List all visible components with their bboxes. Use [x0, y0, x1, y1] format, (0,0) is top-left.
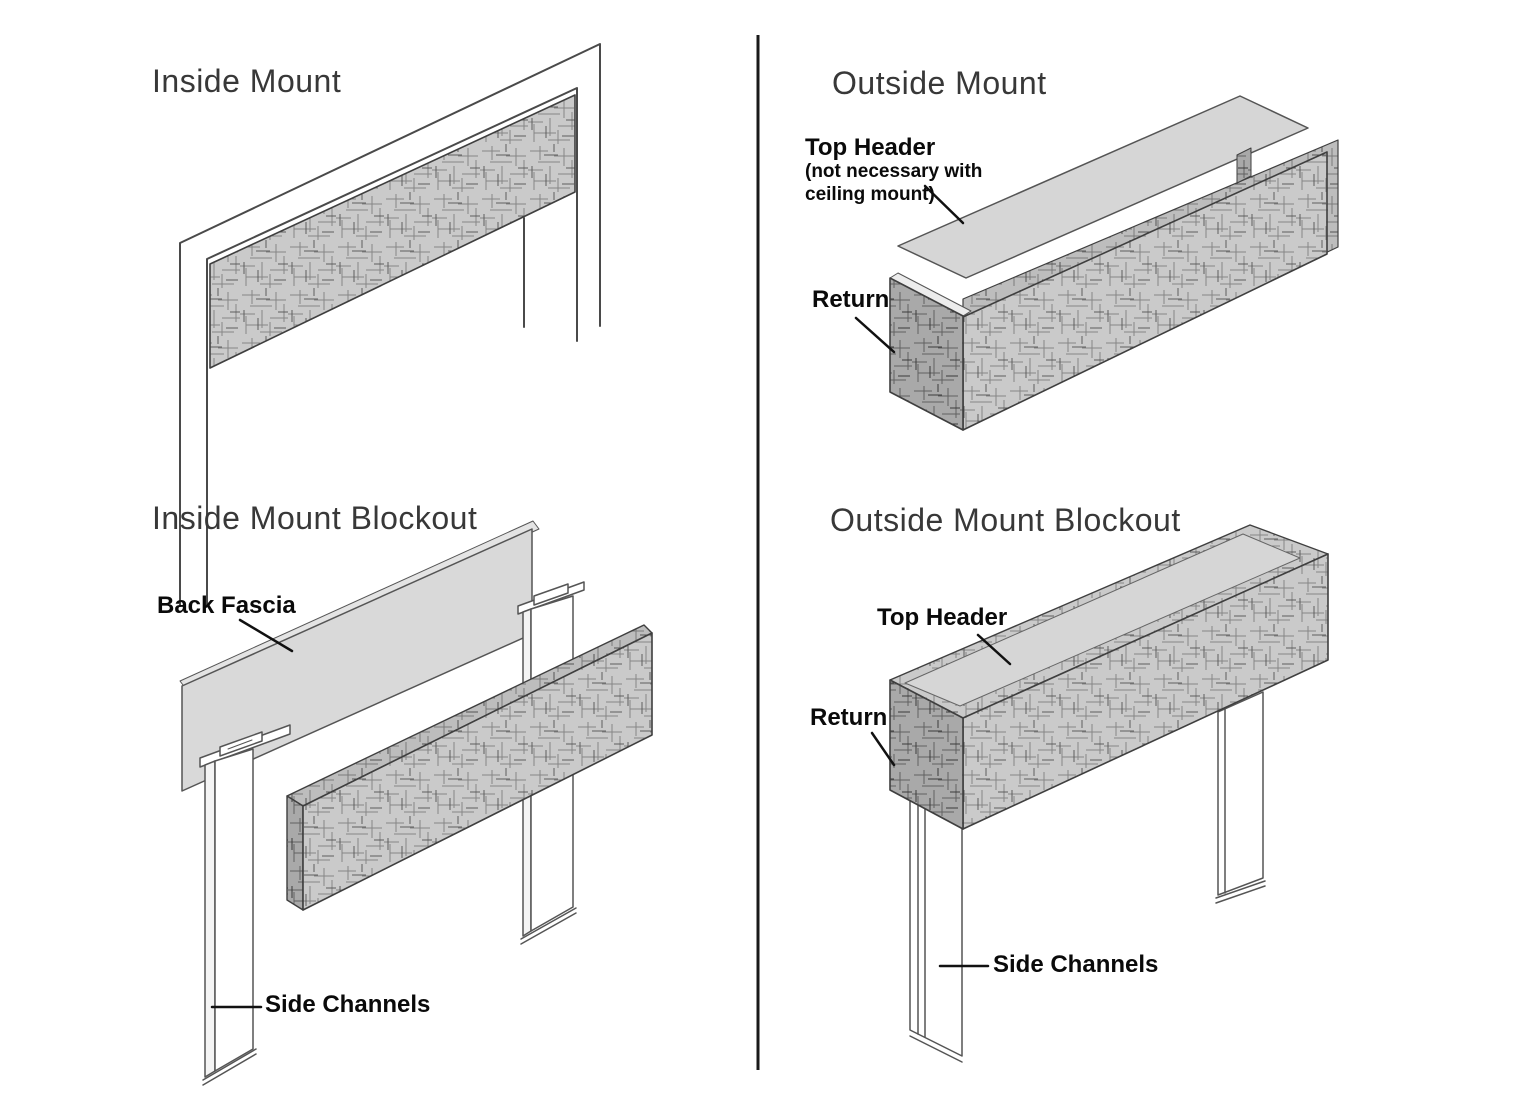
- side-channel-left: [199, 724, 291, 1086]
- channel-side-face: [204, 760, 216, 1078]
- return-panel: [889, 679, 964, 830]
- back-fascia-label: Back Fascia: [157, 592, 296, 619]
- channel-clip: [533, 583, 569, 606]
- inside-mount-drawing: [179, 43, 601, 607]
- inside-mount-blockout-title: Inside Mount Blockout: [152, 500, 478, 536]
- channel-foot: [202, 1053, 257, 1086]
- return-panel: [889, 277, 964, 431]
- top-header-panel: [904, 533, 1301, 707]
- top-header-note: (not necessary with ceiling mount): [805, 160, 982, 206]
- back-fascia-leader-line: [238, 618, 294, 653]
- side-channel-right: [1215, 691, 1266, 904]
- inside-mount-fabric-fascia: [209, 94, 576, 369]
- channel-foot: [520, 907, 577, 940]
- channel-foot: [520, 912, 577, 945]
- channel-clip-slot: [227, 739, 253, 750]
- outside-mount-drawing: [854, 95, 1339, 431]
- inside-mount-title: Inside Mount: [152, 63, 342, 99]
- channel-foot: [1215, 885, 1266, 904]
- channel-front-face: [214, 748, 254, 1072]
- top-header-leader-line: [976, 633, 1012, 666]
- side-channels-label: Side Channels: [993, 951, 1159, 978]
- top-header-label: Top Header: [805, 134, 936, 161]
- top-header-note-line1: (not necessary with: [805, 161, 983, 182]
- top-header-leader-line: [923, 184, 965, 225]
- return-leader-line: [854, 316, 896, 354]
- outside-mount-blockout-title: Outside Mount Blockout: [830, 502, 1181, 538]
- return-label: Return: [810, 704, 888, 731]
- return-label: Return: [812, 286, 890, 313]
- mounting-bracket: [1236, 147, 1252, 184]
- channel-body: [1217, 691, 1264, 896]
- channel-foot: [202, 1048, 257, 1081]
- blockout-fascia-front-face: [302, 632, 653, 911]
- blockout-fascia-end-cap: [286, 795, 304, 911]
- channel-foot: [909, 1035, 963, 1063]
- outside-mount-title: Outside Mount: [832, 65, 1047, 101]
- side-channel-left: [909, 798, 963, 1063]
- side-channels-label: Side Channels: [265, 991, 431, 1018]
- top-header-label: Top Header: [877, 604, 1008, 631]
- top-header-panel: [897, 95, 1309, 279]
- window-frame-inner-edge: [206, 87, 578, 607]
- outside-mount-blockout-drawing: [870, 524, 1329, 1063]
- inside-mount-blockout-drawing: [179, 520, 653, 1086]
- window-frame-outer-edge: [179, 43, 601, 607]
- top-header-note-line2: ceiling mount): [805, 184, 935, 205]
- return-leader-line: [870, 731, 896, 767]
- channel-foot: [1215, 880, 1266, 899]
